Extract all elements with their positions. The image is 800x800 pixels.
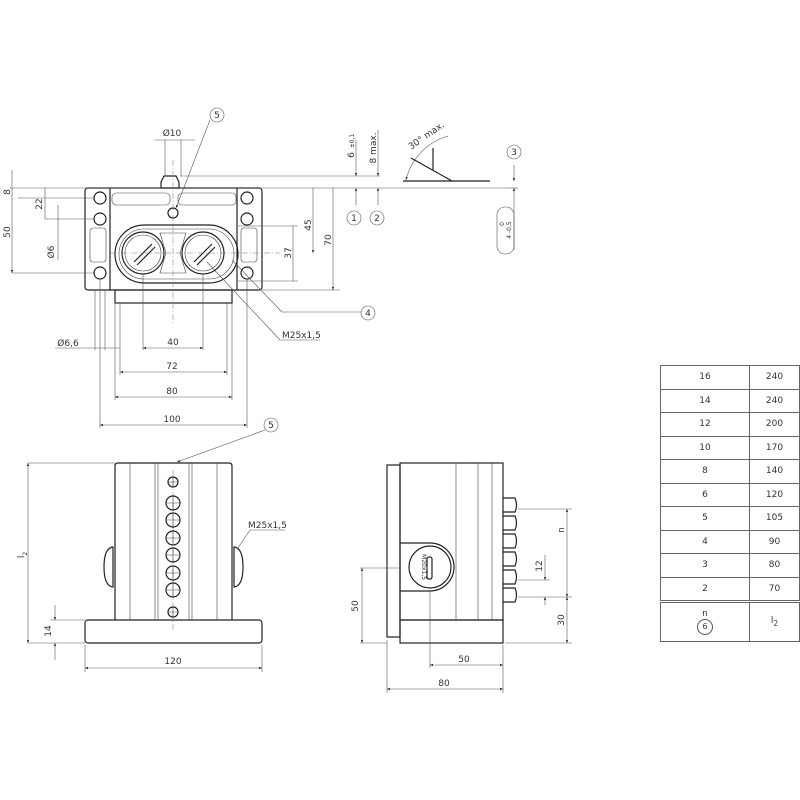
callout-1: 1	[351, 214, 357, 224]
cell-l2: 200	[749, 412, 800, 437]
dim-l2: l2	[17, 552, 29, 559]
cell-l2: 105	[749, 506, 800, 531]
callout-3: 3	[511, 148, 517, 158]
callout-6: 6	[697, 619, 713, 635]
callout-5-front: 5	[268, 421, 274, 431]
tolerance-upper: 0	[499, 222, 506, 226]
tolerance-value: 4 -0,5	[506, 221, 513, 239]
dim-pin-diameter: Ø10	[163, 128, 182, 139]
cell-n: 4	[660, 529, 750, 554]
cell-l2: 90	[749, 529, 800, 554]
dim-80-side: 80	[438, 679, 450, 689]
dim-50-vertical: 50	[351, 600, 361, 612]
header-l-subscript: 2	[773, 618, 779, 628]
cell-n: 6	[660, 482, 750, 507]
dim-50: 50	[3, 226, 13, 238]
dim-72: 72	[166, 362, 177, 372]
cell-n: 5	[660, 506, 750, 531]
dim-45: 45	[304, 219, 314, 230]
side-connector	[503, 497, 518, 513]
dim-n: n	[557, 527, 567, 533]
detail-view: 6 ±0,1 8 max. 1 2 30° max. 3 0 4 -0,5	[346, 120, 522, 255]
thread-label: M25x1,5	[282, 331, 321, 341]
cell-n: 14	[660, 388, 750, 413]
cell-n: 16	[660, 365, 750, 390]
connector-column	[165, 476, 181, 618]
cell-l2: 140	[749, 459, 800, 484]
dim-120: 120	[164, 657, 181, 667]
side-gland	[408, 545, 452, 589]
front-thread-label: M25x1,5	[248, 521, 287, 531]
dim-40: 40	[167, 338, 179, 348]
cell-l2: 170	[749, 435, 800, 460]
side-view: M20x1,5 n 12 30 50 50 80	[351, 462, 572, 693]
cell-n: 12	[660, 412, 750, 437]
cell-n: 2	[660, 576, 750, 602]
callout-4: 4	[365, 309, 371, 319]
dim-8: 8	[3, 189, 13, 195]
dim-14: 14	[44, 625, 54, 637]
cell-l2: 70	[749, 576, 800, 602]
dim-30: 30	[557, 614, 567, 626]
header-l2: l2	[749, 600, 800, 642]
header-n-label: n	[702, 609, 708, 619]
dim-50-horizontal: 50	[458, 655, 470, 665]
side-connector	[503, 551, 518, 567]
cell-l2: 120	[749, 482, 800, 507]
dim-6-tolerance: ±0,1	[349, 134, 356, 149]
dim-hole-6-6: Ø6,6	[57, 338, 79, 349]
header-l-label: l	[770, 616, 774, 627]
side-connector	[503, 533, 518, 549]
dim-12: 12	[535, 560, 545, 571]
cell-l2: 80	[749, 553, 800, 578]
callout-2: 2	[374, 214, 380, 224]
dim-100: 100	[163, 415, 180, 425]
cell-n: 8	[660, 459, 750, 484]
side-gland-left	[103, 546, 114, 588]
cell-n: 10	[660, 435, 750, 460]
dim-22: 22	[35, 198, 45, 209]
dim-80: 80	[166, 387, 178, 397]
dim-37: 37	[284, 247, 294, 258]
side-connector	[503, 569, 518, 585]
side-connector	[503, 587, 518, 603]
side-connector	[503, 515, 518, 531]
angle-label: 30° max.	[407, 120, 447, 152]
dim-70: 70	[324, 234, 334, 246]
cell-l2: 240	[749, 365, 800, 390]
dim-hole-6: Ø6	[46, 245, 57, 258]
cell-l2: 240	[749, 388, 800, 413]
dim-8-max: 8 max.	[369, 132, 379, 163]
front-view: l2 14 120 M25x1,5 5	[17, 417, 287, 672]
gland-label: M20x1,5	[420, 554, 427, 580]
side-gland-right	[233, 546, 244, 588]
top-view: Ø10 8 22 50 Ø6 45 70 37 Ø6,6 40 72 80 10…	[3, 107, 510, 428]
callout-5: 5	[214, 111, 220, 121]
dim-6: 6	[347, 152, 357, 158]
mounting-holes	[93, 191, 254, 280]
side-connectors	[503, 497, 518, 603]
cell-n: 3	[660, 553, 750, 578]
